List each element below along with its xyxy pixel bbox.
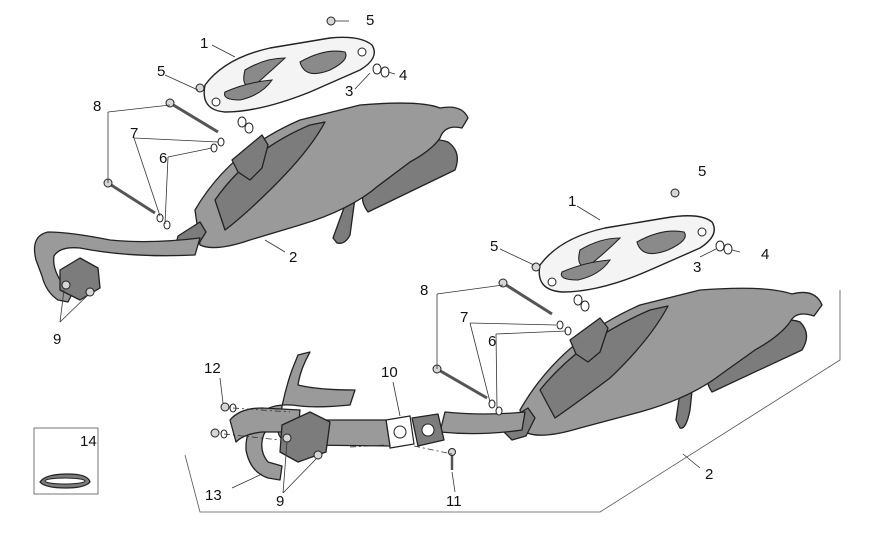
upper-heat-shield	[203, 36, 375, 113]
axis-line-b	[223, 433, 281, 441]
lower-flange-bore	[421, 423, 435, 437]
upper-nut-4	[380, 66, 390, 78]
lower-shield-cutout-c	[560, 259, 612, 281]
callout-labels: 1 5 5 4 3 8 7 6 2 9 5 1 5 3 4 8 7 6 12 1…	[53, 12, 769, 510]
lower-washer-3	[715, 240, 725, 252]
callout-bolt-lower: 8	[420, 282, 428, 299]
callout-flange-nut-lower: 9	[276, 493, 284, 510]
callout-stud: 11	[446, 493, 462, 510]
lower-assembly	[184, 188, 841, 513]
callout-shield-upper: 1	[200, 35, 208, 52]
lower-stud-11	[448, 448, 456, 470]
lower-bolt-8b	[432, 364, 488, 400]
upper-bolt-8b	[103, 178, 156, 215]
callout-inset: 14	[80, 433, 97, 450]
callout-nut-upper: 4	[399, 67, 407, 84]
callout-manifold: 13	[205, 487, 222, 504]
upper-header-pipe	[33, 231, 201, 303]
upper-washer-7b	[156, 213, 164, 223]
lower-plug-12a	[220, 402, 230, 412]
callout-screw-lower-top: 5	[698, 163, 706, 180]
upper-screw-top	[326, 16, 349, 26]
callout-washer-lower: 3	[693, 259, 701, 276]
callout-shield-lower: 1	[568, 193, 576, 210]
lower-gasket-bore	[393, 425, 407, 439]
callout-exhaust-lower: 2	[705, 466, 713, 483]
upper-shield-cutout-b	[299, 50, 347, 75]
lower-heat-shield	[538, 215, 715, 293]
upper-spacer-6b	[163, 220, 171, 230]
lower-shield-cutout-b	[636, 230, 686, 255]
upper-flange-nut-b	[85, 287, 95, 297]
lower-shield-hole-b	[697, 227, 707, 237]
callout-screw-upper-left: 5	[157, 63, 165, 80]
callout-nut-lower: 4	[761, 246, 769, 263]
callout-screw-lower-left: 5	[490, 238, 498, 255]
callout-bolt-upper: 8	[93, 98, 101, 115]
axis-line-d	[413, 445, 453, 455]
callout-washer7-lower: 7	[460, 309, 468, 326]
callout-washer-upper: 3	[345, 83, 353, 100]
lower-silencer-body	[519, 287, 823, 436]
upper-shield-hole-a	[211, 97, 221, 107]
callout-exhaust-upper: 2	[289, 249, 297, 266]
assembly-frame	[184, 290, 841, 513]
callout-gasket: 10	[381, 364, 398, 381]
lower-plug-12b	[210, 428, 220, 438]
callout-flange-nut-upper: 9	[53, 331, 61, 348]
lower-washer-pair-b	[580, 300, 590, 312]
axis-line-a	[232, 407, 291, 413]
upper-shield-cutout-c	[224, 79, 274, 101]
upper-tail-pipe	[332, 197, 356, 244]
inset-box	[33, 427, 99, 495]
upper-bracket	[231, 134, 269, 181]
upper-screw-left	[195, 83, 205, 93]
lower-flange-nut-b	[313, 450, 323, 460]
callout-spacer-upper: 6	[159, 150, 167, 167]
lower-nut-4	[723, 243, 733, 255]
lower-manifold-flange	[279, 411, 331, 463]
lower-bracket	[569, 317, 609, 363]
lower-shield-hole-a	[547, 277, 557, 287]
upper-shield-hole-b	[357, 47, 367, 57]
lower-screw-top	[670, 188, 680, 198]
callout-washer7-upper: 7	[130, 125, 138, 142]
callout-plug: 12	[204, 360, 221, 377]
upper-washer-pair-a	[237, 116, 247, 128]
upper-washer-3	[372, 63, 382, 75]
axis-line-c	[349, 444, 387, 448]
lower-flange-nut-a	[282, 433, 292, 443]
callout-spacer-lower: 6	[488, 333, 496, 350]
upper-assembly	[33, 16, 469, 303]
lower-bolt-8a	[498, 278, 553, 316]
upper-washer-7	[217, 137, 225, 147]
upper-silencer-body	[194, 102, 469, 249]
callout-screw-upper-top: 5	[366, 12, 374, 29]
lower-washer-7	[556, 320, 564, 330]
lower-washer-pair-a	[573, 294, 583, 306]
upper-washer-pair-b	[244, 122, 254, 134]
lower-link-pipe	[439, 411, 526, 435]
lower-spacer-6b	[495, 406, 503, 416]
upper-shield-cutout-a	[243, 57, 287, 87]
leader-lines	[59, 44, 741, 494]
lower-washer-7b	[488, 399, 496, 409]
upper-flange-nut-a	[61, 280, 71, 290]
lower-shield-cutout-a	[578, 237, 622, 267]
